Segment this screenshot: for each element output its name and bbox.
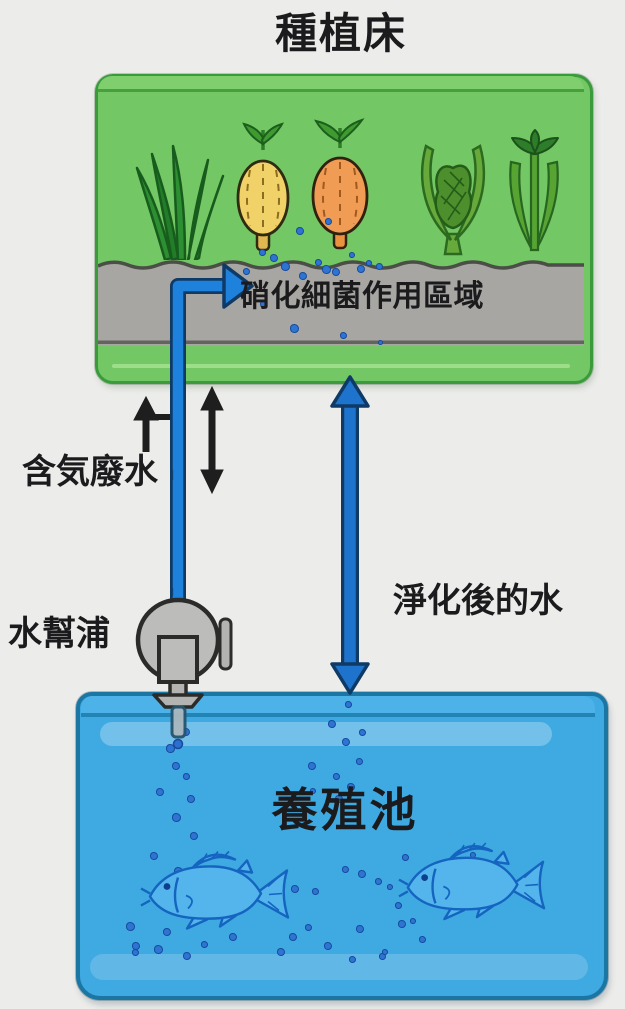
water-pump-icon	[135, 597, 233, 750]
aerated-wastewater-label: 含気廢水	[22, 453, 158, 491]
fish-tank-label: 養殖池	[271, 784, 419, 836]
bed-bottom-highlight	[112, 364, 570, 368]
orange-root-vegetable-icon	[311, 118, 369, 250]
stem-plant-icon	[509, 129, 559, 252]
water-pump-label: 水幫浦	[8, 615, 110, 653]
yellow-root-vegetable-icon	[236, 122, 290, 252]
up-arrow-icon	[133, 395, 170, 452]
water-surface-band	[81, 696, 595, 713]
fish-icon	[140, 850, 290, 930]
fish-icon	[398, 842, 546, 921]
black-double-arrow-icon	[200, 385, 224, 495]
grass-plant-icon	[135, 144, 225, 260]
soil-zone-label: 硝化細菌作用區域	[240, 280, 484, 313]
diagram-title: 種植床	[274, 10, 407, 57]
leafy-vegetable-icon	[420, 144, 486, 256]
water-surface-line	[81, 713, 595, 717]
grow-bed-lid	[98, 76, 584, 92]
water-exchange-arrow-icon	[330, 375, 370, 695]
water-bottom-highlight	[90, 954, 588, 980]
purified-water-label: 淨化後的水	[393, 582, 563, 620]
